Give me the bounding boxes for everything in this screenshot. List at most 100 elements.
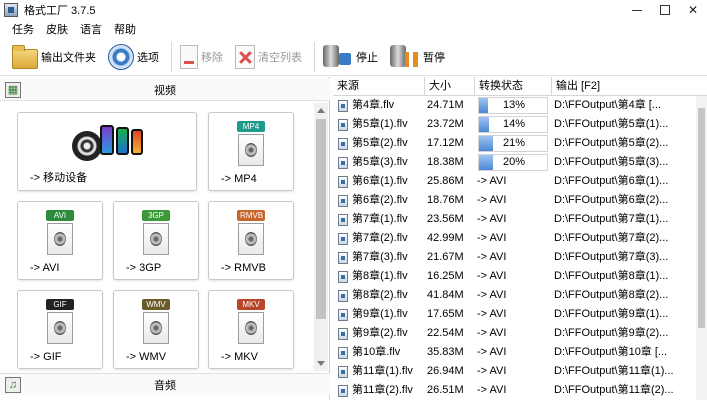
close-button[interactable]: ✕	[679, 0, 707, 20]
menu-skin[interactable]: 皮肤	[46, 24, 68, 36]
status-cell: -> AVI	[477, 327, 507, 339]
output-cell: D:\FFOutput\第5章(3)...	[554, 156, 669, 168]
size-cell: 23.72M	[427, 118, 464, 130]
size-cell: 41.84M	[427, 289, 464, 301]
output-cell: D:\FFOutput\第4章 [...	[554, 99, 661, 111]
clear-list-icon	[235, 44, 255, 69]
audio-category-header[interactable]: ♫ 音频	[0, 373, 330, 395]
source-cell: 第9章(1).flv	[333, 305, 425, 324]
tile-label: -> RMVB	[221, 262, 266, 274]
output-cell: D:\FFOutput\第9章(1)...	[554, 308, 669, 320]
mobile-device-icon	[70, 123, 144, 163]
tile-mobile-device[interactable]: -> 移动设备	[17, 112, 197, 191]
stop-icon	[323, 43, 353, 71]
tile-label: -> 移动设备	[30, 172, 88, 184]
source-filename: 第5章(1).flv	[352, 118, 408, 130]
tile-label: -> MKV	[221, 351, 258, 363]
scrollbar-thumb[interactable]	[316, 119, 326, 319]
size-cell: 17.12M	[427, 137, 464, 149]
column-output[interactable]: 输出 [F2]	[556, 80, 601, 92]
tile-mkv[interactable]: MKV -> MKV	[208, 290, 294, 369]
status-cell: -> AVI	[477, 175, 507, 187]
tile-wmv[interactable]: WMV -> WMV	[113, 290, 199, 369]
size-cell: 18.38M	[427, 156, 464, 168]
minimize-button[interactable]	[623, 0, 651, 20]
tile-3gp[interactable]: 3GP -> 3GP	[113, 201, 199, 280]
mkv-icon: MKV	[237, 299, 265, 344]
progress-fill	[479, 155, 493, 170]
maximize-icon	[660, 5, 670, 15]
source-cell: 第4章.flv	[333, 96, 425, 115]
source-filename: 第10章.flv	[352, 346, 401, 358]
rmvb-badge: RMVB	[237, 210, 265, 221]
remove-icon	[180, 44, 198, 69]
task-list-header: 来源 大小 转换状态 输出 [F2]	[333, 77, 707, 96]
tile-mp4[interactable]: MP4 -> MP4	[208, 112, 294, 191]
scroll-down-icon[interactable]	[317, 361, 325, 366]
output-cell: D:\FFOutput\第6章(1)...	[554, 175, 669, 187]
status-cell: 20%	[475, 153, 552, 172]
clear-list-button[interactable]: 清空列表	[231, 40, 306, 74]
video-file-icon	[338, 308, 348, 321]
task-list-scrollbar[interactable]	[696, 96, 707, 400]
menu-task[interactable]: 任务	[12, 24, 34, 36]
status-cell: -> AVI	[477, 308, 507, 320]
source-filename: 第7章(1).flv	[352, 213, 408, 225]
music-note-icon: ♫	[5, 376, 21, 393]
video-category-header[interactable]: ▦ 视频	[0, 79, 330, 101]
tile-label: -> WMV	[126, 351, 167, 363]
tile-label: -> GIF	[30, 351, 62, 363]
scroll-up-icon[interactable]	[317, 108, 325, 113]
remove-button[interactable]: 移除	[176, 40, 227, 74]
column-size[interactable]: 大小	[425, 77, 475, 96]
pause-button[interactable]: 暂停	[386, 40, 449, 74]
video-file-icon	[338, 384, 348, 397]
source-cell: 第9章(2).flv	[333, 324, 425, 343]
scrollbar-thumb[interactable]	[698, 108, 705, 328]
status-cell: -> AVI	[477, 194, 507, 206]
video-file-icon	[338, 232, 348, 245]
tile-rmvb[interactable]: RMVB -> RMVB	[208, 201, 294, 280]
video-file-icon	[338, 270, 348, 283]
video-file-icon	[338, 118, 348, 131]
source-cell: 第5章(1).flv	[333, 115, 425, 134]
maximize-button[interactable]	[651, 0, 679, 20]
menu-bar: 任务 皮肤 语言 帮助	[0, 20, 142, 38]
column-source[interactable]: 来源	[333, 77, 425, 96]
stop-button[interactable]: 停止	[319, 40, 382, 74]
source-filename: 第8章(2).flv	[352, 289, 408, 301]
output-folder-button[interactable]: 输出文件夹	[8, 40, 100, 74]
wmv-badge: WMV	[142, 299, 170, 310]
video-file-icon	[338, 194, 348, 207]
toolbar: 输出文件夹 选项 移除 清空列表 停止 暂停	[0, 38, 707, 76]
tile-avi[interactable]: AVI -> AVI	[17, 201, 103, 280]
source-cell: 第5章(3).flv	[333, 153, 425, 172]
status-cell: -> AVI	[477, 213, 507, 225]
size-cell: 21.67M	[427, 251, 464, 263]
menu-language[interactable]: 语言	[80, 24, 102, 36]
column-status[interactable]: 转换状态	[475, 77, 552, 96]
options-button[interactable]: 选项	[104, 40, 163, 74]
menu-help[interactable]: 帮助	[114, 24, 136, 36]
3gp-badge: 3GP	[142, 210, 170, 221]
tile-gif[interactable]: GIF -> GIF	[17, 290, 103, 369]
format-panel-scrollbar[interactable]	[314, 103, 328, 371]
size-cell: 23.56M	[427, 213, 464, 225]
